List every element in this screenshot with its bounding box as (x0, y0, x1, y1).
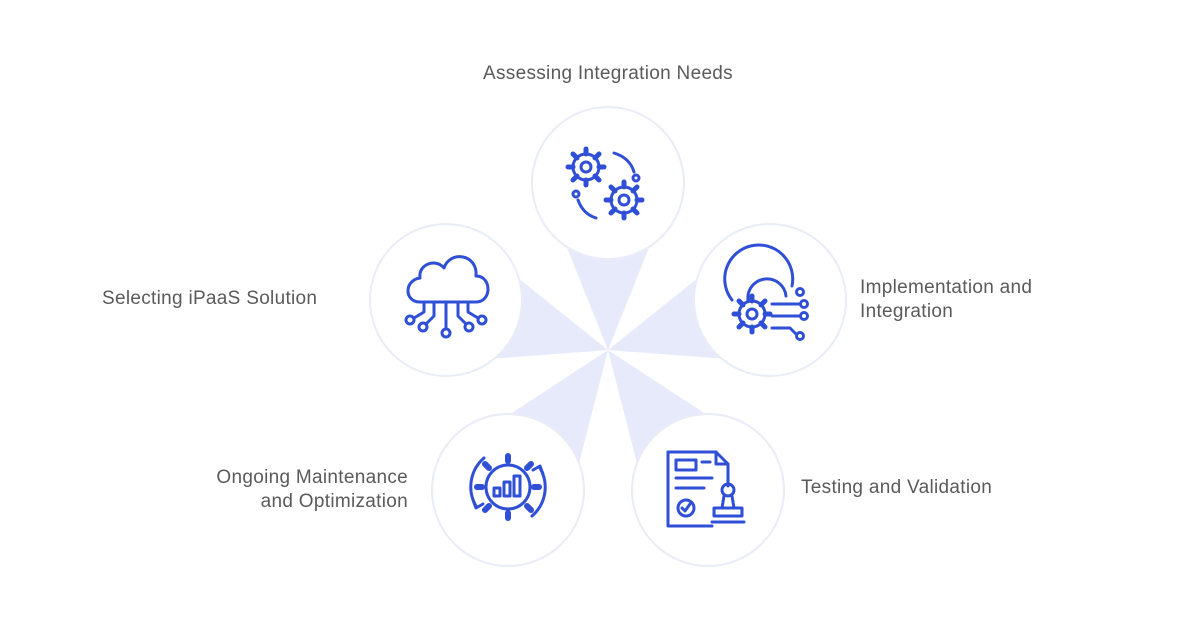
document-stamp-icon (666, 450, 746, 528)
step-label-assessing: Assessing Integration Needs (0, 62, 1200, 86)
cloud-network-icon (404, 255, 490, 339)
step-label-selecting: Selecting iPaaS Solution (102, 287, 317, 311)
gear-chart-cycle-icon (469, 453, 547, 521)
step-circle-selecting (369, 223, 523, 377)
gear-circuit-icon (723, 243, 809, 341)
step-label-line: Ongoing Maintenance (216, 467, 408, 488)
step-label-maintenance: Ongoing Maintenance and Optimization (216, 466, 408, 514)
step-label-line: Implementation and (860, 277, 1033, 298)
step-label-implementation: Implementation and Integration (860, 276, 1032, 324)
step-circle-maintenance (431, 413, 585, 567)
step-label-line: Selecting iPaaS Solution (102, 288, 318, 309)
step-circle-implementation (693, 223, 847, 377)
icon-group (404, 146, 809, 528)
step-label-line: Testing and Validation (801, 477, 993, 498)
gears-icon (565, 146, 645, 221)
step-circle-assessing (531, 106, 685, 260)
step-label-line: Assessing Integration Needs (483, 63, 733, 84)
step-label-testing: Testing and Validation (801, 476, 992, 500)
step-label-line: Integration (860, 301, 954, 322)
step-label-line: and Optimization (260, 491, 408, 512)
circle-group (369, 106, 847, 567)
step-circle-testing (631, 413, 785, 567)
